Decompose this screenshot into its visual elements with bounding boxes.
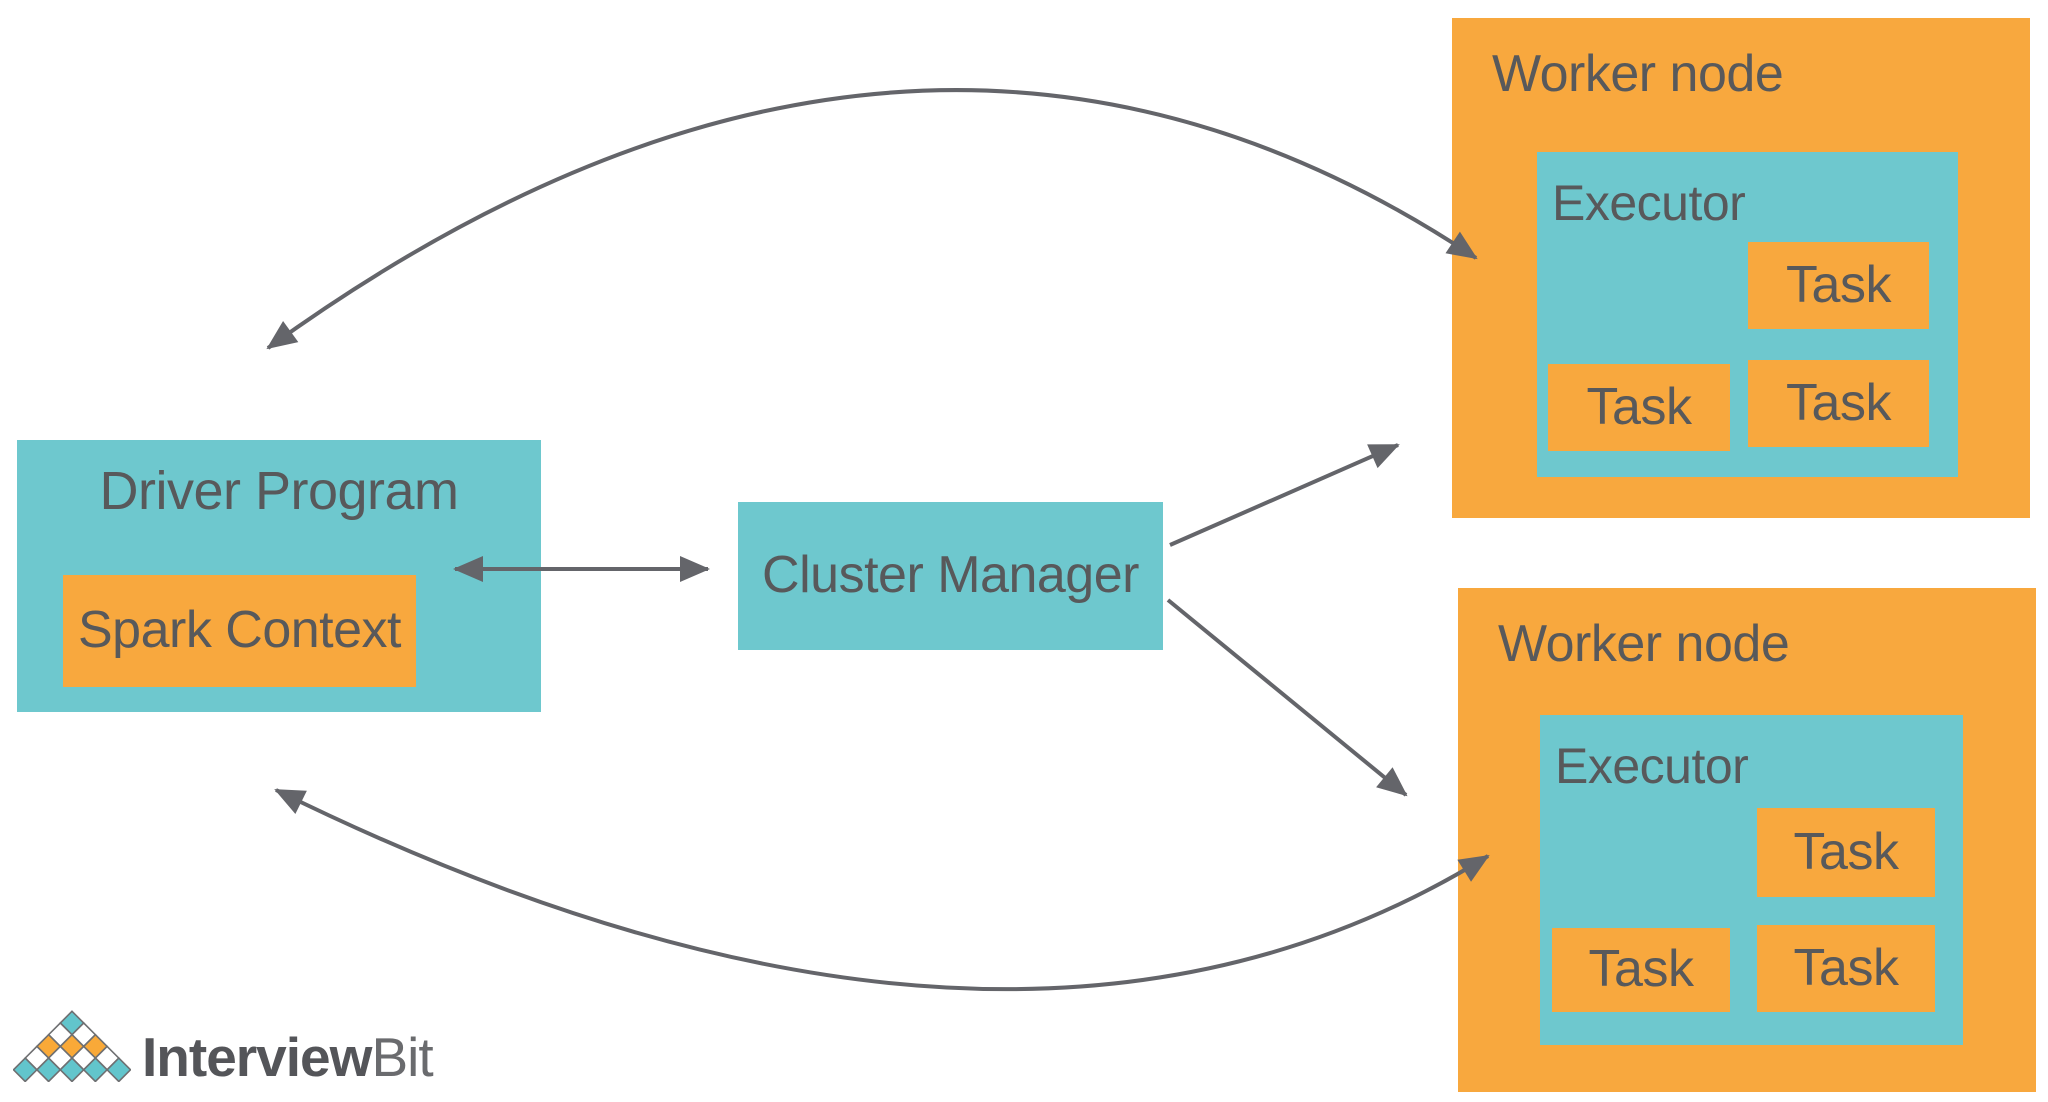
spark-context-label: Spark Context [78, 601, 402, 660]
worker-node-1-box: Worker node Executor Task Task Task [1452, 18, 2030, 518]
worker-node-2-box: Worker node Executor Task Task Task [1458, 588, 2036, 1092]
worker-node-1-title: Worker node [1492, 45, 1784, 103]
cluster-manager-title: Cluster Manager [762, 546, 1139, 605]
logo-text-secondary: Bit [371, 1026, 433, 1088]
worker-node-2-executor-title: Executor [1555, 738, 1749, 794]
interviewbit-logo-icon [13, 1010, 131, 1082]
task-label: Task [1793, 938, 1899, 997]
task-label: Task [1793, 822, 1899, 881]
task-label: Task [1588, 940, 1694, 999]
arrow-cluster-worker2 [1166, 598, 1408, 797]
task-box: Task [1748, 360, 1929, 447]
task-box: Task [1552, 928, 1730, 1012]
task-label: Task [1786, 255, 1891, 314]
task-label: Task [1586, 377, 1692, 436]
driver-program-title: Driver Program [99, 461, 459, 521]
task-box: Task [1757, 925, 1935, 1012]
task-box: Task [1757, 808, 1935, 897]
task-box: Task [1748, 242, 1929, 329]
arrow-worker2-driver-curve [274, 788, 1490, 992]
worker-node-1-executor-box: Executor Task Task Task [1537, 152, 1958, 477]
arrow-worker1-driver-curve [266, 88, 1478, 350]
task-label: Task [1786, 373, 1891, 432]
spark-context-box: Spark Context [63, 575, 416, 687]
cluster-manager-box: Cluster Manager [738, 502, 1163, 650]
worker-node-2-executor-box: Executor Task Task Task [1540, 715, 1963, 1045]
arrow-cluster-worker1 [1169, 443, 1400, 547]
task-box: Task [1548, 364, 1730, 451]
worker-node-1-executor-title: Executor [1552, 175, 1746, 231]
driver-program-box: Driver Program Spark Context [17, 440, 541, 712]
worker-node-2-title: Worker node [1498, 615, 1790, 673]
logo-text-primary: Interview [142, 1026, 372, 1088]
interviewbit-wordmark: InterviewBit [142, 1030, 434, 1085]
